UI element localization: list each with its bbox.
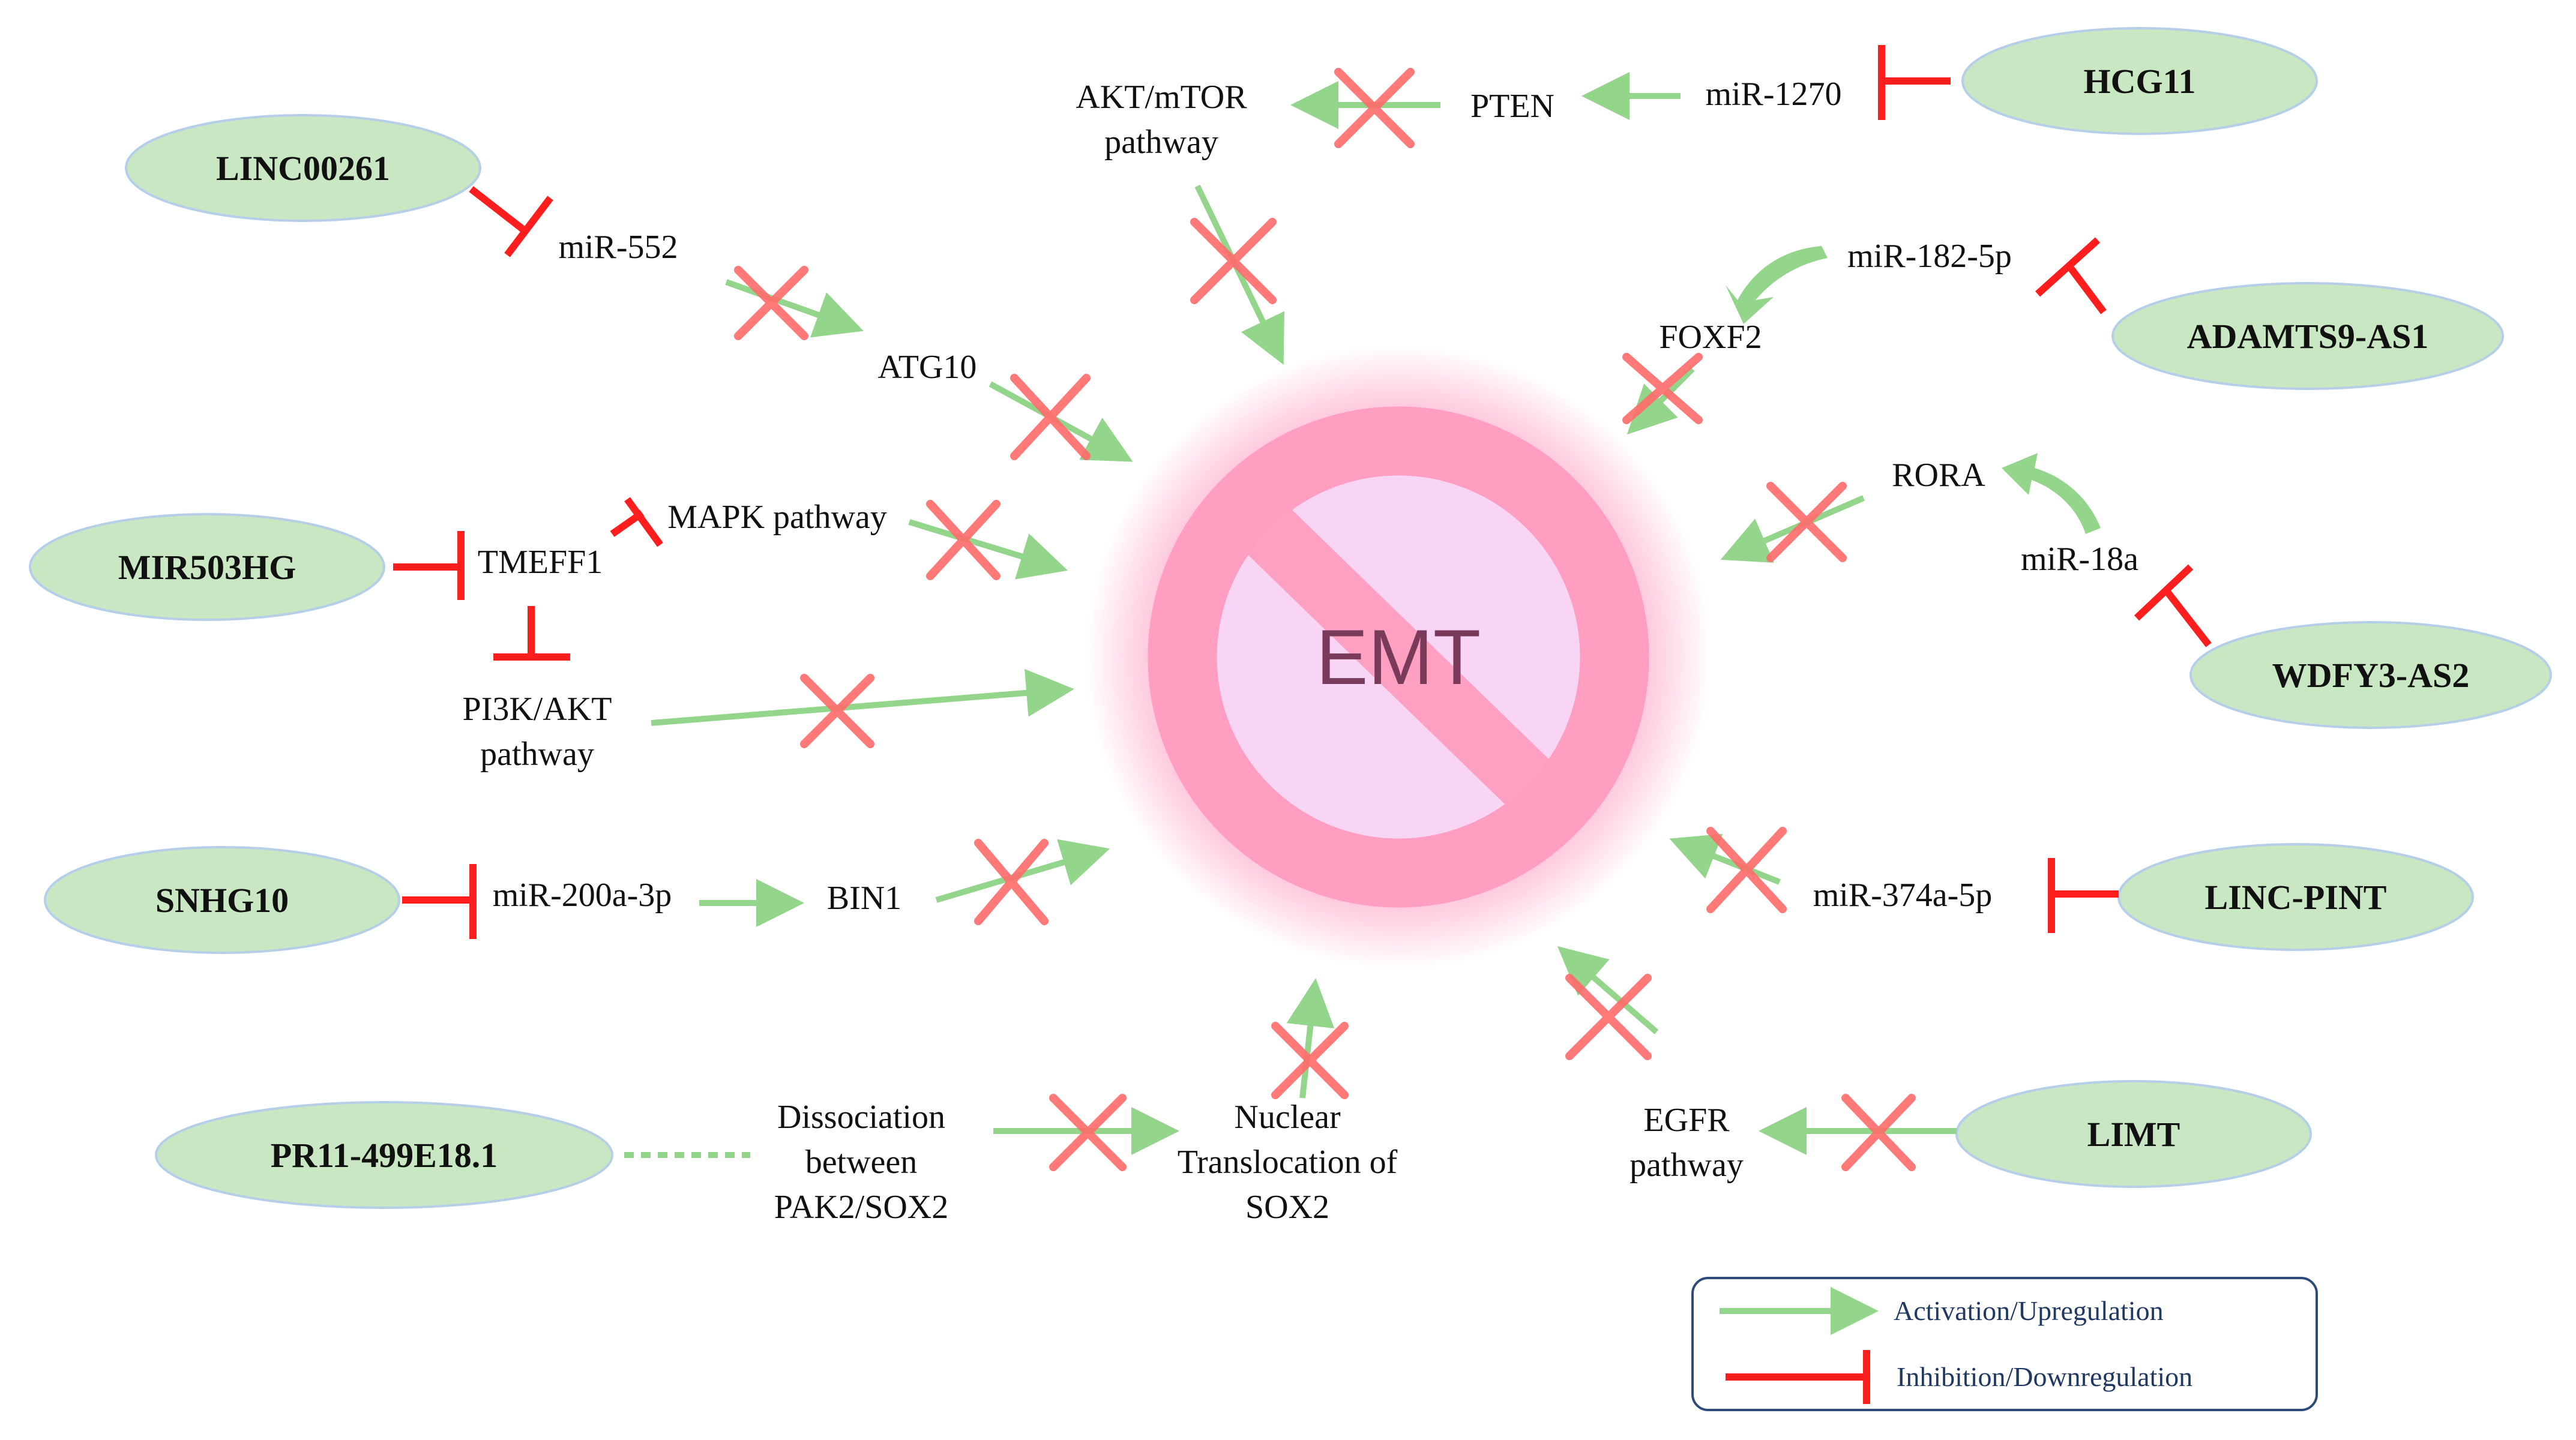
block-cross bbox=[974, 839, 1049, 925]
inhibition-wdfy3as2-mir18a bbox=[2134, 564, 2212, 647]
block-cross bbox=[1190, 218, 1277, 304]
block-cross bbox=[1271, 1022, 1349, 1099]
lncrna-mir503hg: MIR503HG bbox=[29, 513, 385, 621]
node-tmeff1: TMEFF1 bbox=[478, 544, 603, 581]
block-cross bbox=[1622, 353, 1703, 424]
emt-block-sign: EMT bbox=[1086, 345, 1711, 969]
emt-label: EMT bbox=[1316, 613, 1481, 701]
activation-mir552-atg10 bbox=[725, 279, 864, 338]
block-cross bbox=[1841, 1094, 1916, 1171]
node-foxf2: FOXF2 bbox=[1659, 319, 1762, 356]
node-pi3k-akt-line2: pathway bbox=[480, 736, 594, 773]
lncrna-label: LIMT bbox=[2087, 1115, 2180, 1154]
activation-egfr-emt bbox=[1557, 946, 1659, 1034]
activation-foxf2-emt bbox=[1627, 367, 1695, 435]
node-dissociation-line1: Dissociation bbox=[777, 1099, 945, 1136]
legend: Activation/Upregulation Inhibition/Downr… bbox=[1691, 1277, 2318, 1411]
activation-pi3k-emt bbox=[651, 668, 1074, 726]
node-akt-mtor-line2: pathway bbox=[1104, 124, 1218, 161]
node-nuclear-line2: Translocation of bbox=[1178, 1144, 1398, 1181]
inhibition-mir503hg-tmeff1 bbox=[393, 531, 465, 600]
prohibition-icon bbox=[1148, 406, 1649, 908]
node-akt-mtor-line1: AKT/mTOR bbox=[1076, 79, 1247, 116]
node-dissociation-line2: between bbox=[805, 1144, 918, 1181]
node-bin1: BIN1 bbox=[827, 880, 901, 917]
inhibition-lincpint-mir374a bbox=[2048, 858, 2119, 933]
node-nuclear-line3: SOX2 bbox=[1245, 1189, 1329, 1226]
inhibition-linc00261-mir552 bbox=[469, 186, 553, 257]
lncrna-wdfy3-as2: WDFY3-AS2 bbox=[2189, 621, 2552, 729]
block-cross bbox=[734, 266, 808, 340]
block-cross bbox=[1565, 974, 1652, 1060]
node-rora: RORA bbox=[1892, 457, 1985, 494]
lncrna-snhg10: SNHG10 bbox=[44, 846, 400, 954]
lncrna-label: MIR503HG bbox=[118, 548, 296, 587]
inhibition-tmeff1-pi3k bbox=[493, 606, 570, 661]
node-mir-18a: miR-18a bbox=[2021, 541, 2138, 578]
lncrna-label: PR11-499E18.1 bbox=[271, 1136, 498, 1175]
lncrna-label: HCG11 bbox=[2084, 62, 2196, 101]
node-egfr-line1: EGFR bbox=[1643, 1102, 1730, 1139]
node-mir-200a-3p: miR-200a-3p bbox=[493, 877, 672, 914]
node-dissociation-line3: PAK2/SOX2 bbox=[774, 1189, 948, 1226]
lncrna-pr11-499e18-1: PR11-499E18.1 bbox=[155, 1101, 613, 1209]
curved-arrow-mir182-foxf2 bbox=[1726, 246, 1828, 324]
node-egfr-line2: pathway bbox=[1630, 1147, 1744, 1184]
node-nuclear-line1: Nuclear bbox=[1234, 1099, 1341, 1136]
lncrna-label: ADAMTS9-AS1 bbox=[2187, 317, 2429, 356]
lncrna-label: SNHG10 bbox=[155, 881, 289, 920]
node-mir-552: miR-552 bbox=[558, 229, 678, 266]
block-cross bbox=[1706, 827, 1787, 913]
legend-inhibition-bar bbox=[1726, 1350, 1870, 1404]
inhibition-tmeff1-mapk bbox=[610, 497, 663, 547]
block-cross bbox=[1010, 374, 1091, 460]
block-cross bbox=[926, 500, 1001, 580]
node-mapk-pathway: MAPK pathway bbox=[667, 499, 887, 536]
lncrna-linc00261: LINC00261 bbox=[125, 114, 481, 222]
activation-mir374a-emt bbox=[1669, 833, 1781, 885]
activation-mapk-emt bbox=[908, 519, 1068, 580]
block-cross bbox=[800, 674, 874, 748]
block-cross bbox=[1334, 68, 1415, 148]
inhibition-hcg11-mir1270 bbox=[1878, 45, 1951, 120]
node-pi3k-akt-line1: PI3K/AKT bbox=[463, 691, 612, 728]
node-mir-1270: miR-1270 bbox=[1705, 76, 1841, 113]
curved-arrow-mir18a-rora bbox=[2002, 453, 2101, 534]
legend-inhibition-label: Inhibition/Downregulation bbox=[1897, 1361, 2192, 1392]
legend-activation-label: Activation/Upregulation bbox=[1894, 1295, 2164, 1326]
lncrna-adamts9-as1: ADAMTS9-AS1 bbox=[2111, 282, 2504, 390]
inhibition-snhg10-mir200a bbox=[402, 864, 477, 939]
activation-nuclear-emt bbox=[1286, 978, 1335, 1099]
node-mir-374a-5p: miR-374a-5p bbox=[1813, 877, 1993, 914]
node-atg10: ATG10 bbox=[878, 349, 977, 386]
inhibition-adamts9as1-mir182 bbox=[2035, 237, 2107, 314]
lncrna-label: LINC-PINT bbox=[2205, 878, 2387, 917]
lncrna-label: LINC00261 bbox=[216, 149, 390, 188]
lncrna-label: WDFY3-AS2 bbox=[2272, 656, 2470, 695]
node-mir-182-5p: miR-182-5p bbox=[1847, 238, 2012, 275]
block-cross bbox=[1766, 482, 1847, 562]
block-cross bbox=[1049, 1094, 1127, 1171]
lncrna-linc-pint: LINC-PINT bbox=[2117, 843, 2474, 951]
lncrna-hcg11: HCG11 bbox=[1961, 27, 2318, 135]
lncrna-limt: LIMT bbox=[1955, 1080, 2312, 1188]
node-pten: PTEN bbox=[1470, 88, 1554, 125]
